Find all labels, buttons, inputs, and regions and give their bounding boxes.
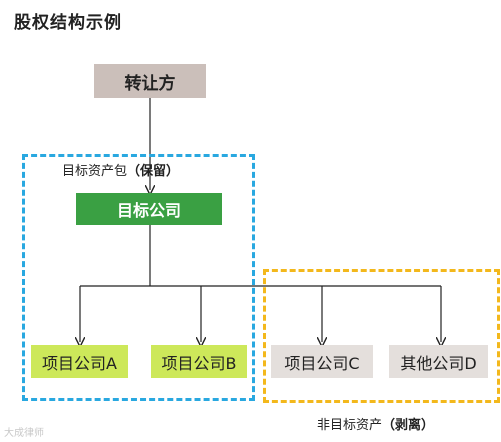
retained-group-label: 目标资产包（保留）: [62, 160, 179, 179]
stripped-label-text: 非目标资产: [317, 418, 383, 433]
node-project-company-a: 项目公司A: [31, 345, 128, 378]
watermark-text: 大成律师: [4, 428, 44, 439]
stripped-group-label: 非目标资产（剥离）: [317, 414, 434, 433]
retained-label-text: 目标资产包: [62, 164, 128, 179]
retained-assets-group: [22, 154, 255, 401]
stripped-assets-group: [263, 269, 500, 403]
stripped-label-note: （剥离）: [382, 418, 435, 433]
node-project-company-b: 项目公司B: [151, 345, 247, 378]
node-target-company: 目标公司: [76, 193, 222, 225]
diagram-title: 股权结构示例: [14, 13, 122, 33]
node-other-company-d: 其他公司D: [389, 345, 488, 378]
node-transferor: 转让方: [94, 64, 206, 98]
retained-label-note: （保留）: [127, 164, 180, 179]
node-project-company-c: 项目公司C: [271, 345, 373, 378]
